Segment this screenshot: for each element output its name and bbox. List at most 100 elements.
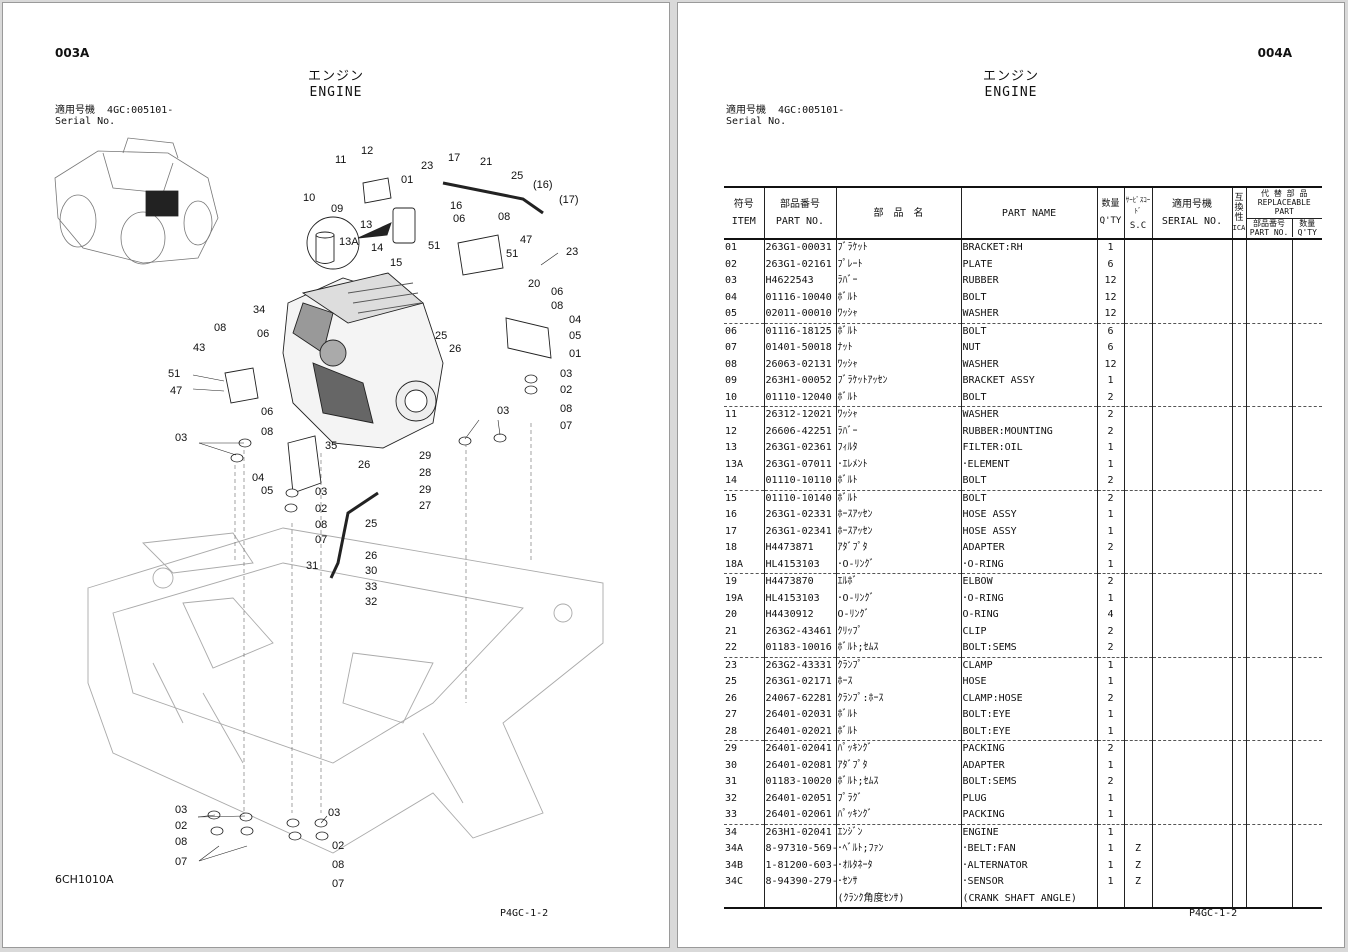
cell-serial	[1151, 707, 1232, 724]
cell-item: 18	[725, 542, 738, 554]
cell-part-no: 01116-10040	[763, 289, 836, 306]
cell-repl-part-no	[1245, 239, 1292, 257]
cell-qty: 1	[1096, 674, 1124, 691]
cell-qty: 12	[1096, 273, 1124, 290]
cell-name-jp: ﾎｰｽｱｯｾﾝ	[835, 523, 961, 540]
cell-item: 16	[725, 509, 738, 521]
cell-service-code	[1123, 573, 1152, 591]
cell-name-en: FILTER:OIL	[960, 440, 1097, 457]
header-name-jp: 部 品 名	[835, 186, 961, 240]
callout-47-right: 51	[506, 248, 518, 260]
exploded-view-drawing: 11 12 10 09 13 13A 14 15 01 23 17 21 25 …	[54, 137, 604, 890]
cell-item: 31	[725, 776, 738, 788]
callout-10: 10	[303, 192, 315, 204]
bracket-parts	[224, 177, 552, 579]
cell-serial	[1151, 740, 1232, 758]
cell-part-no: 01183-10016	[763, 640, 836, 657]
cell-name-en: CLAMP:HOSE	[960, 690, 1097, 707]
page-title-en: ENGINE	[309, 85, 363, 100]
cell-name-en: PACKING	[960, 807, 1097, 824]
cell-service-code	[1123, 823, 1152, 841]
cell-item: 29	[724, 740, 764, 758]
cell-name-jp: ﾊﾟｯｷﾝｸﾞ	[835, 807, 961, 824]
cell-serial	[1151, 857, 1232, 874]
page-footer: P4GC-1-2	[1189, 908, 1238, 919]
cell-repl-qty	[1291, 306, 1322, 323]
cell-name-en: ･BELT:FAN	[960, 841, 1097, 858]
cell-repl-part-no	[1245, 356, 1292, 373]
cell-qty: 2	[1096, 473, 1124, 490]
cell-part-no: 263H1-00052	[763, 373, 836, 390]
cell-part-no: 263H1-02041	[763, 823, 836, 841]
cell-service-code	[1123, 322, 1152, 340]
cell-repl-part-no	[1245, 890, 1292, 909]
cell-repl-part-no	[1245, 674, 1292, 691]
cell-part-no	[763, 890, 836, 909]
cell-ica	[1231, 740, 1246, 758]
cell-serial	[1151, 890, 1232, 909]
cell-name-en: ･SENSOR	[960, 874, 1097, 891]
cell-repl-qty	[1291, 623, 1322, 640]
callout-22: 25	[511, 170, 523, 182]
cell-part-no: 263G1-07011	[763, 456, 836, 473]
cell-part-no: 26401-02061	[763, 807, 836, 824]
cell-qty: 1	[1096, 757, 1124, 774]
cell-ica	[1231, 790, 1246, 807]
cell-ica	[1231, 774, 1246, 791]
cell-repl-part-no	[1245, 874, 1292, 891]
cell-name-jp: ｴﾝｼﾞﾝ	[835, 823, 961, 841]
cell-repl-part-no	[1245, 322, 1292, 340]
cell-name-en: ･O-RING	[960, 590, 1097, 607]
cell-serial	[1151, 473, 1232, 490]
callout-06-right: 06	[551, 286, 563, 298]
cell-repl-qty	[1291, 823, 1322, 841]
cell-name-jp: ﾗﾊﾞｰ	[835, 423, 961, 440]
callout-08-bottom-right: 08	[332, 859, 344, 871]
cell-name-en: O-RING	[960, 607, 1097, 624]
cell-ica	[1231, 723, 1246, 741]
callout-16-paren: (16)	[533, 179, 553, 191]
cell-name-jp: ﾜｯｼｬ	[835, 406, 961, 424]
cell-name-jp: ﾌﾞﾗｹｯﾄｱｯｾﾝ	[835, 373, 961, 390]
cell-name-jp: ﾎﾞﾙﾄ;ｾﾑｽ	[835, 774, 961, 791]
cell-item: 12	[725, 425, 738, 437]
cell-item: 19	[724, 573, 764, 591]
callout-20-right: 23	[566, 246, 578, 258]
callout-17-paren: (17)	[559, 194, 579, 206]
cell-name-jp: ﾜｯｼｬ	[835, 356, 961, 373]
cell-repl-qty	[1291, 239, 1322, 257]
cell-service-code	[1123, 640, 1152, 657]
cell-ica	[1231, 306, 1246, 323]
cell-service-code	[1123, 489, 1152, 507]
callout-25: 25	[365, 518, 377, 530]
cell-ica	[1231, 623, 1246, 640]
cell-ica	[1231, 874, 1246, 891]
cell-part-no: 26401-02041	[763, 740, 836, 758]
callout-11: 11	[335, 154, 346, 166]
cell-ica	[1231, 807, 1246, 824]
serial-label-jp: 適用号機	[726, 105, 766, 116]
cell-item: 34C	[725, 876, 744, 888]
cell-serial	[1151, 690, 1232, 707]
cell-serial	[1151, 607, 1232, 624]
callout-07-bottom-right: 07	[332, 878, 344, 890]
cell-item: 11	[724, 406, 764, 424]
cell-serial	[1151, 256, 1232, 273]
cell-repl-part-no	[1245, 340, 1292, 357]
cell-part-no: 26063-02131	[763, 356, 836, 373]
cell-name-en: WASHER	[960, 356, 1097, 373]
callout-06-top: 06	[453, 213, 465, 225]
cell-name-jp: ﾌﾞﾗｹｯﾄ	[835, 239, 961, 257]
cell-item: 10	[725, 391, 738, 403]
cell-service-code	[1123, 406, 1152, 424]
cell-serial	[1151, 340, 1232, 357]
cell-name-jp: ﾎﾞﾙﾄ	[835, 289, 961, 306]
